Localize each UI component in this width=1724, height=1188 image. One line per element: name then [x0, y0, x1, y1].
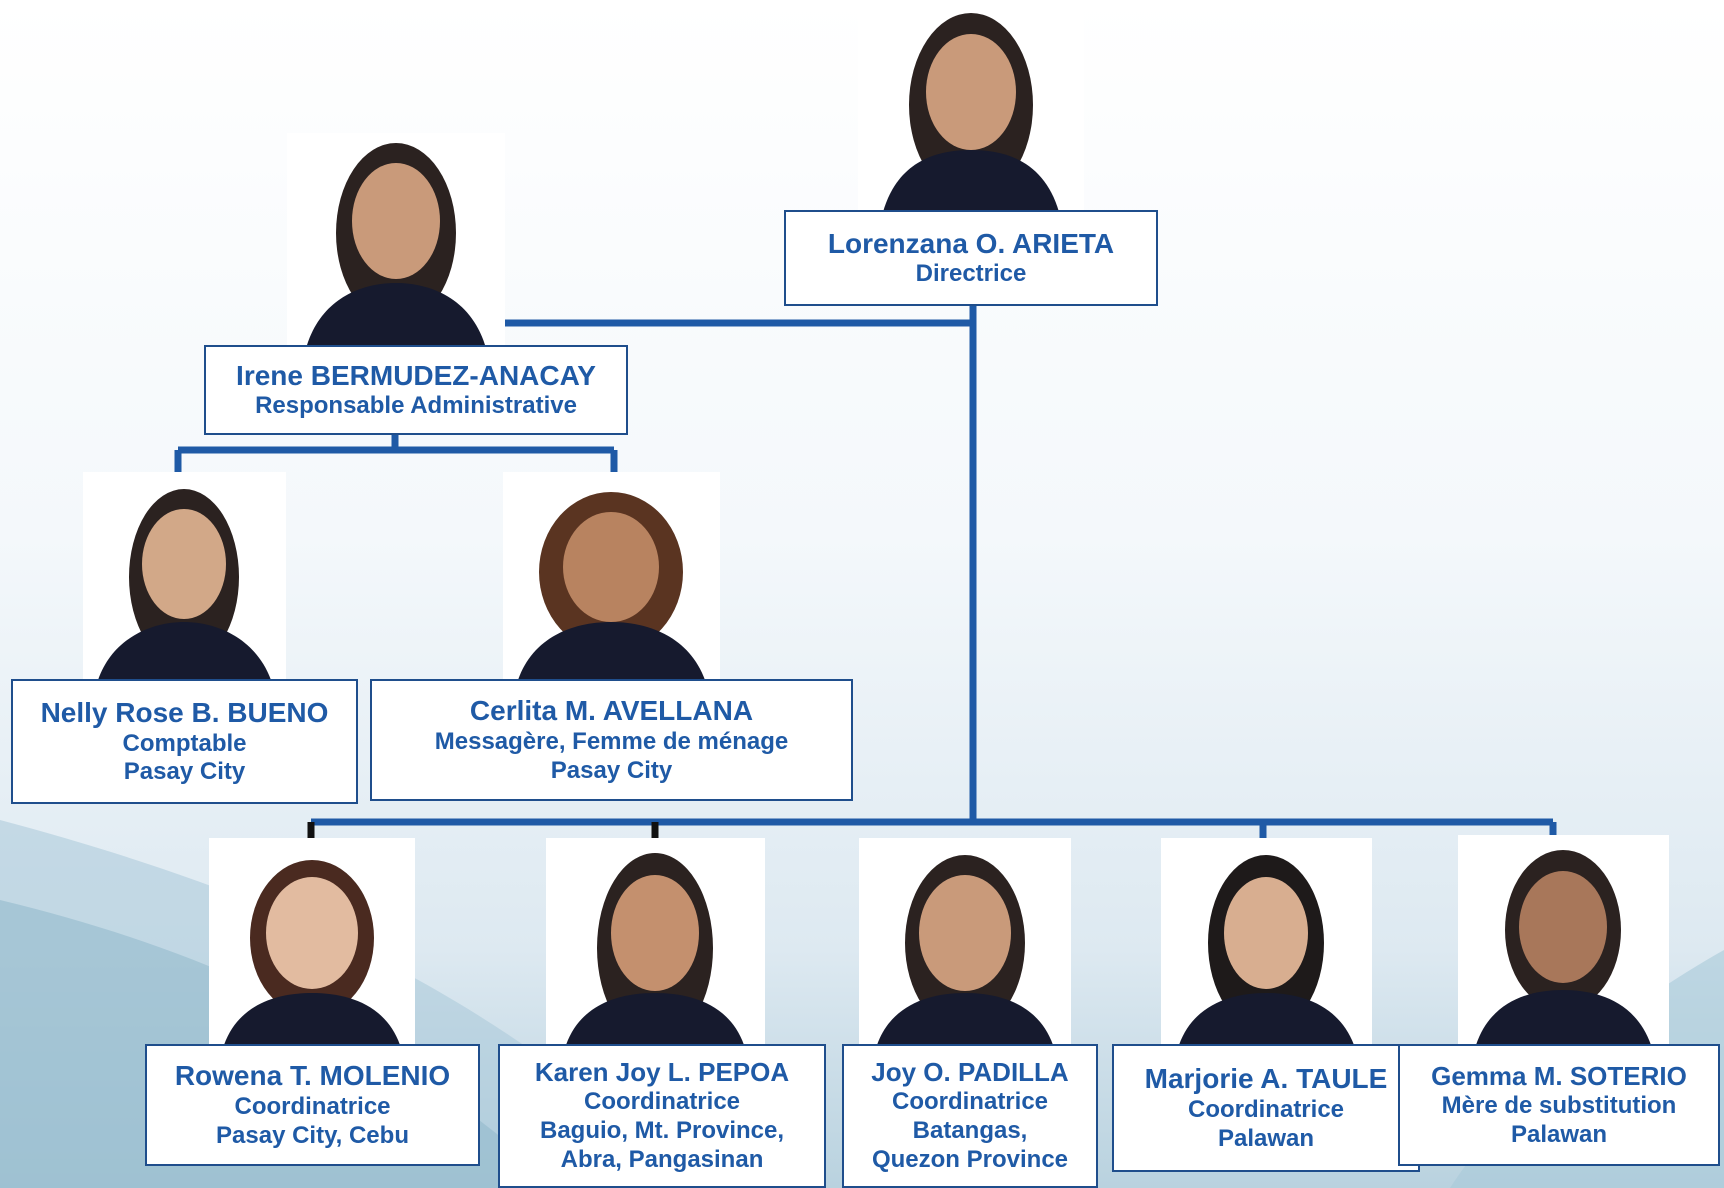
- photo-director: [858, 0, 1084, 212]
- coord1-location: Pasay City, Cebu: [216, 1121, 409, 1149]
- messenger-location: Pasay City: [550, 756, 673, 784]
- coord2-name: Karen Joy L. PEPOA: [534, 1057, 790, 1088]
- coord1-role: Coordinatrice: [234, 1093, 391, 1120]
- accountant-name: Nelly Rose B. BUENO: [40, 696, 329, 728]
- admin-role: Responsable Administrative: [255, 392, 577, 420]
- coord2-role: Coordinatrice: [583, 1088, 741, 1116]
- card-coord1: Rowena T. MOLENIO Coordinatrice Pasay Ci…: [145, 1044, 480, 1166]
- card-messenger: Cerlita M. AVELLANA Messagère, Femme de …: [370, 679, 853, 801]
- coord4-location: Palawan: [1217, 1124, 1315, 1152]
- accountant-location: Pasay City: [123, 758, 246, 786]
- card-coord2: Karen Joy L. PEPOA Coordinatrice Baguio,…: [498, 1044, 826, 1188]
- coord4-name: Marjorie A. TAULE: [1144, 1063, 1388, 1095]
- messenger-role: Messagère, Femme de ménage: [434, 728, 789, 755]
- photo-coord5: [1458, 835, 1669, 1045]
- director-name: Lorenzana O. ARIETA: [827, 227, 1115, 259]
- coord2-location-2: Abra, Pangasinan: [560, 1145, 764, 1173]
- photo-coord2: [546, 838, 765, 1045]
- card-coord4: Marjorie A. TAULE Coordinatrice Palawan: [1112, 1044, 1420, 1172]
- photo-coord3: [859, 838, 1071, 1045]
- coord3-location-1: Batangas,: [912, 1117, 1028, 1145]
- photo-coord4: [1161, 838, 1372, 1045]
- coord3-location-2: Quezon Province: [871, 1145, 1069, 1173]
- card-coord5: Gemma M. SOTERIO Mère de substitution Pa…: [1398, 1044, 1720, 1166]
- photo-coord1: [209, 838, 415, 1045]
- coord4-role: Coordinatrice: [1187, 1096, 1345, 1123]
- card-accountant: Nelly Rose B. BUENO Comptable Pasay City: [11, 679, 358, 804]
- card-director: Lorenzana O. ARIETA Directrice: [784, 210, 1158, 306]
- photo-messenger: [503, 472, 720, 680]
- photo-accountant: [83, 472, 286, 680]
- coord5-location: Palawan: [1510, 1120, 1608, 1148]
- photo-admin: [287, 133, 505, 345]
- card-coord3: Joy O. PADILLA Coordinatrice Batangas, Q…: [842, 1044, 1098, 1188]
- card-admin: Irene BERMUDEZ-ANACAY Responsable Admini…: [204, 345, 628, 435]
- coord5-role: Mère de substitution: [1441, 1091, 1677, 1119]
- coord5-name: Gemma M. SOTERIO: [1431, 1060, 1687, 1091]
- coord1-name: Rowena T. MOLENIO: [174, 1060, 451, 1092]
- accountant-role: Comptable: [122, 729, 247, 757]
- coord2-location-1: Baguio, Mt. Province,: [539, 1117, 785, 1145]
- coord3-name: Joy O. PADILLA: [871, 1057, 1069, 1088]
- coord3-role: Coordinatrice: [891, 1088, 1049, 1116]
- director-role: Directrice: [915, 260, 1027, 288]
- messenger-name: Cerlita M. AVELLANA: [469, 695, 754, 727]
- admin-name: Irene BERMUDEZ-ANACAY: [236, 359, 596, 391]
